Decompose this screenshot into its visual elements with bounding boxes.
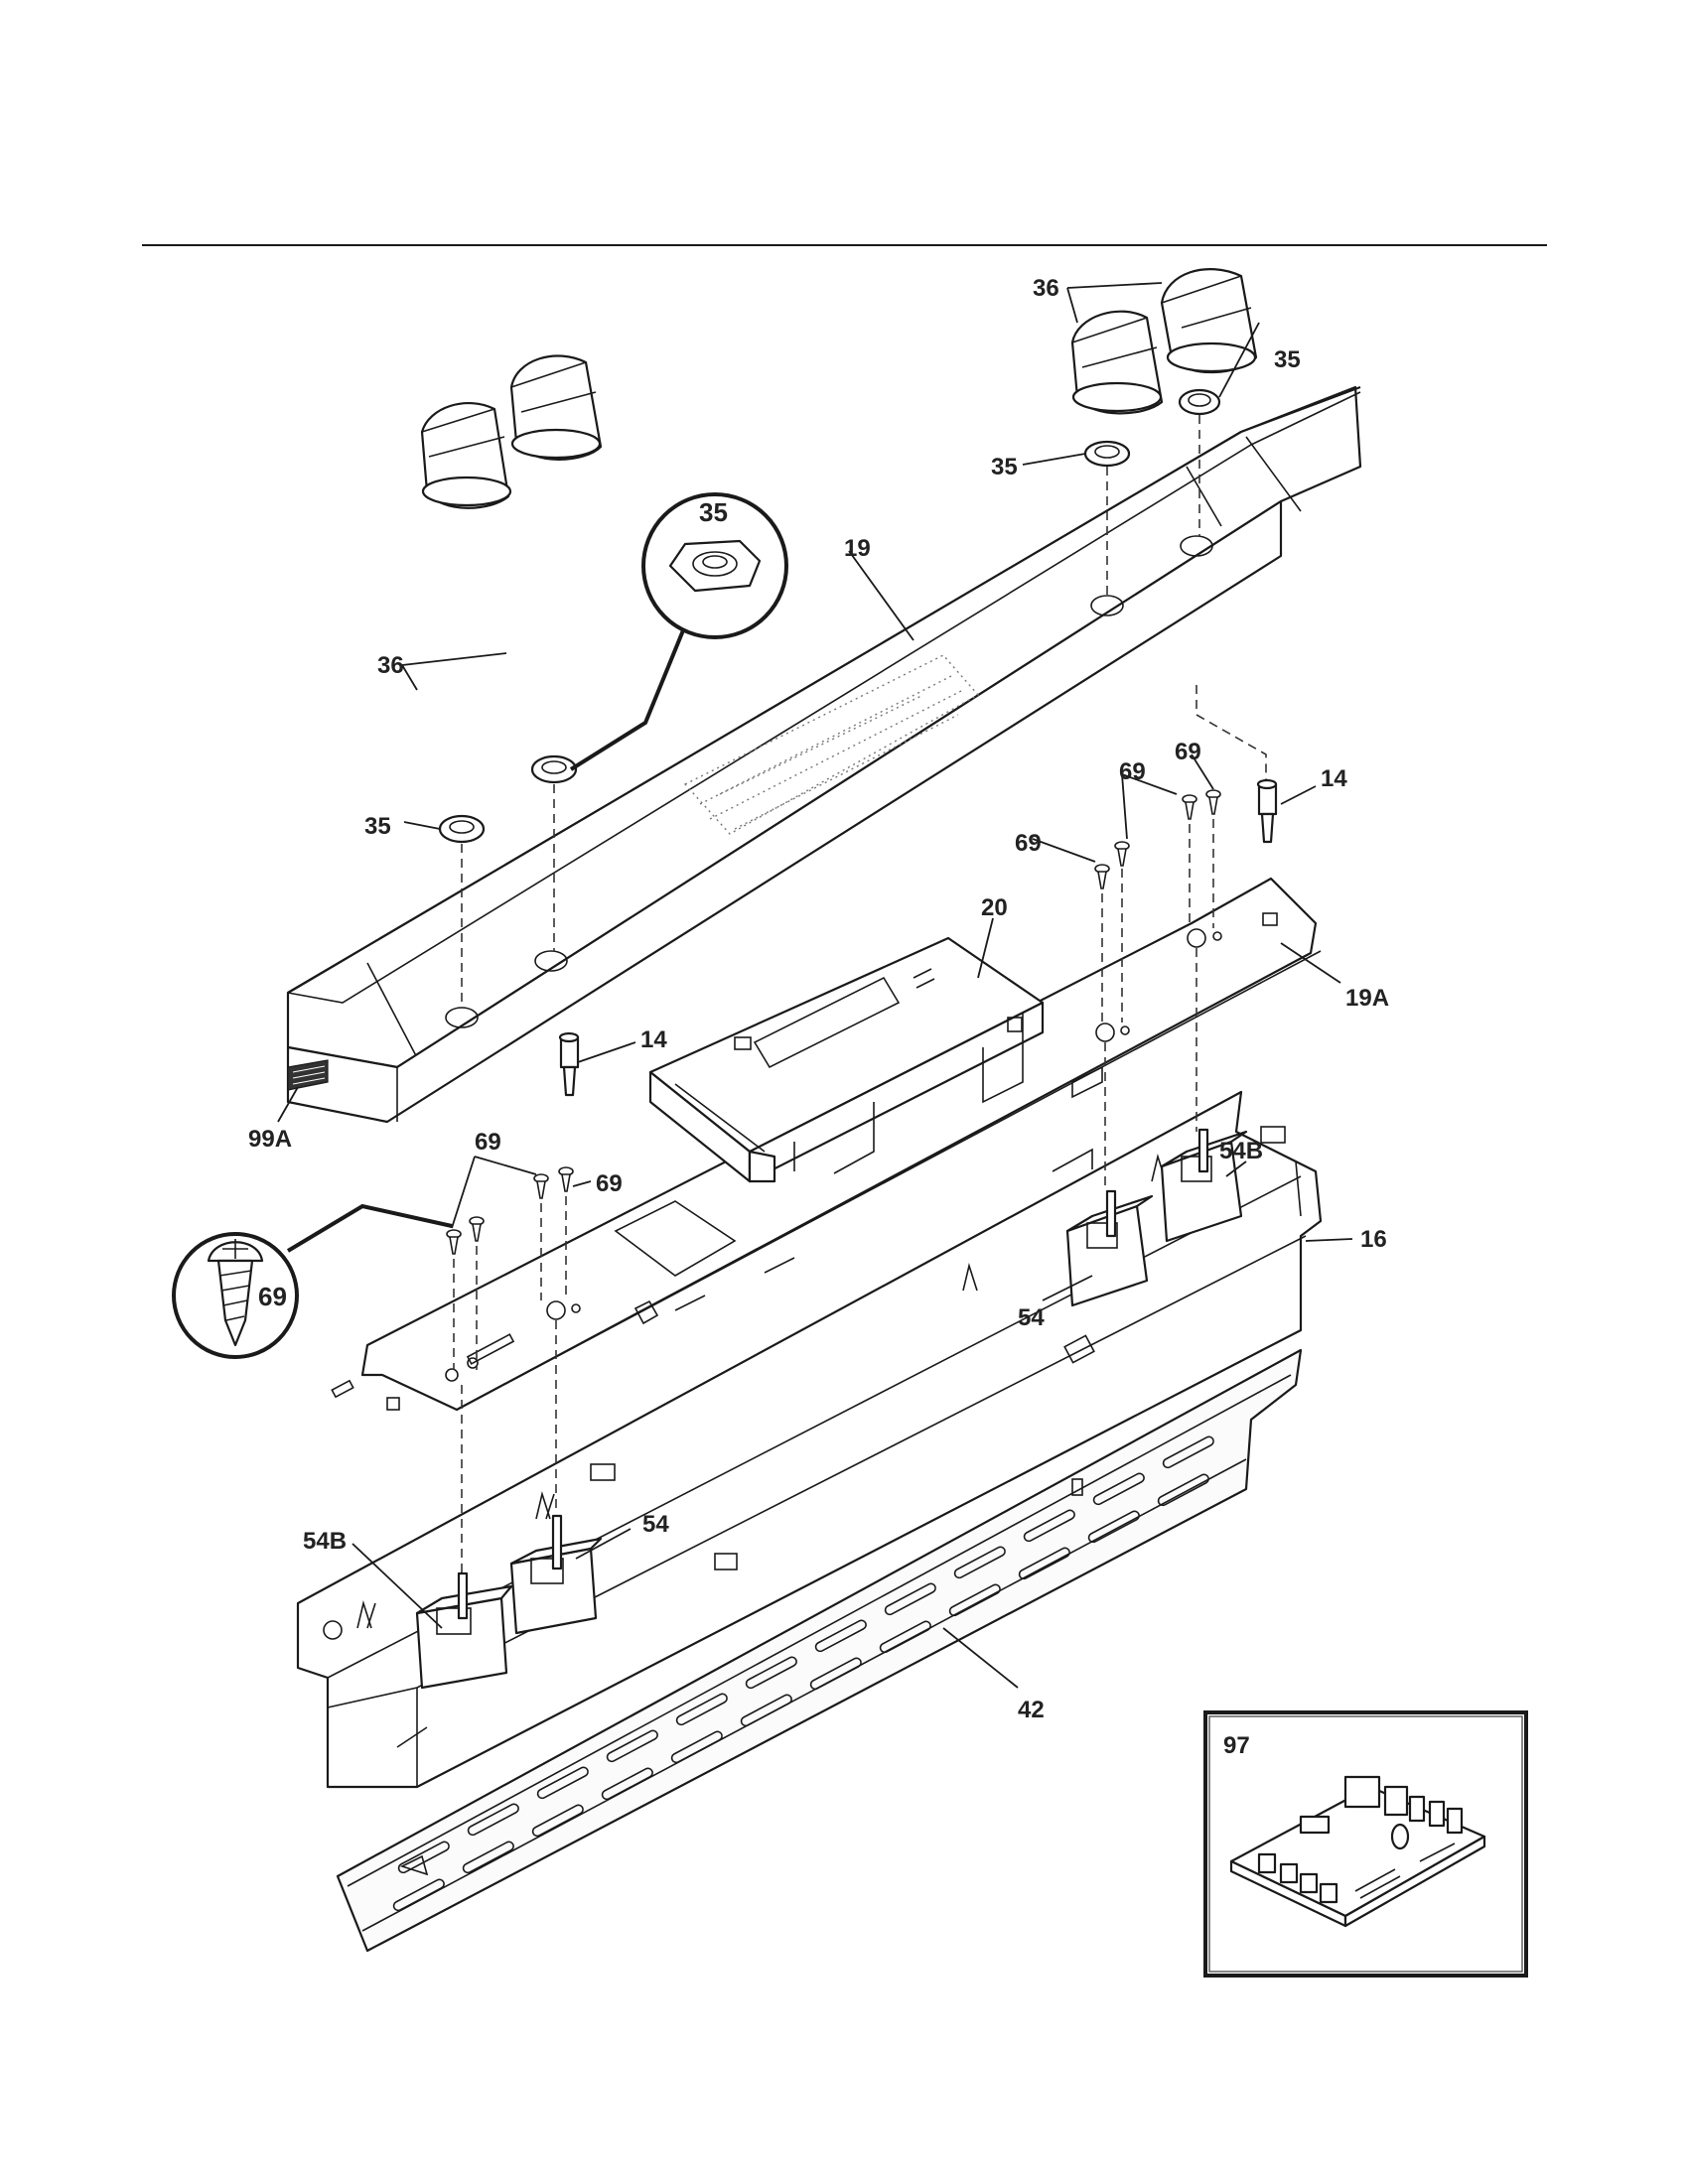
label-vent-trim: 42 [1018,1697,1045,1723]
label-lamp-right: 14 [1321,765,1347,792]
indicator-lamp-left [558,1031,580,1097]
label-knobs-right: 36 [1033,275,1059,302]
label-control-panel: 19 [844,535,871,562]
zoom-circle-screw [172,1203,453,1359]
label-panel-bracket: 16 [1360,1226,1387,1253]
label-screw-a: 69 [1119,758,1146,785]
vent-trim-part [336,1348,1303,1953]
label-switch-right-b: 54B [1219,1138,1263,1164]
label-screw-zoom: 69 [258,1282,287,1311]
label-clock: 20 [981,894,1008,921]
control-panel-part [286,385,1362,1124]
knob-right-front [1070,310,1164,415]
label-bezel-zoom: 35 [699,497,728,527]
switch-54b-left [415,1571,513,1690]
label-bezel-right-rear: 35 [1274,346,1301,373]
label-screw-c: 69 [1015,830,1042,857]
vent-slots [392,1435,1214,1912]
label-lamp-left: 14 [640,1026,667,1053]
label-bezel-right-front: 35 [991,454,1018,480]
label-switch-left-b: 54B [303,1528,347,1555]
label-screw-e: 69 [596,1170,623,1197]
callout-labels: 36 35 35 35 19 36 35 14 69 69 69 20 19A … [248,275,1389,1759]
bezel-nut-right-front [1083,440,1131,468]
assembly-lines [453,415,1267,1573]
label-screw-b: 69 [1175,739,1201,765]
knob-left-rear [509,354,603,461]
bezel-nut-left-front [438,814,486,844]
clock-module-part [648,936,1045,1183]
label-switch-right: 54 [1018,1304,1045,1331]
leader-lines [277,282,1353,1689]
label-bezel-left: 35 [364,813,391,840]
screws-69 [446,789,1221,1255]
indicator-lamp-right [1256,778,1278,844]
switch-54b-right [1160,1128,1248,1243]
control-board-inset [1203,1710,1528,1978]
keypad-dot-pattern [683,654,980,835]
label-switch-left: 54 [642,1511,669,1538]
label-knobs-left: 36 [377,652,404,679]
overlay-part [331,877,1322,1412]
zoom-circle-bezel-nut [569,492,788,771]
bezel-nut-right-rear [1178,388,1221,416]
knob-right-rear [1160,268,1258,374]
bezel-nut-left-rear [530,754,578,784]
knob-left-front [420,401,512,509]
label-screw-d: 69 [475,1129,501,1156]
label-ribbon: 99A [248,1126,292,1153]
ribbon-cable-part [287,1059,329,1091]
label-control-board: 97 [1223,1732,1250,1759]
switch-54-right [1065,1189,1154,1307]
switch-54-left [509,1514,603,1635]
label-overlay: 19A [1345,985,1389,1012]
